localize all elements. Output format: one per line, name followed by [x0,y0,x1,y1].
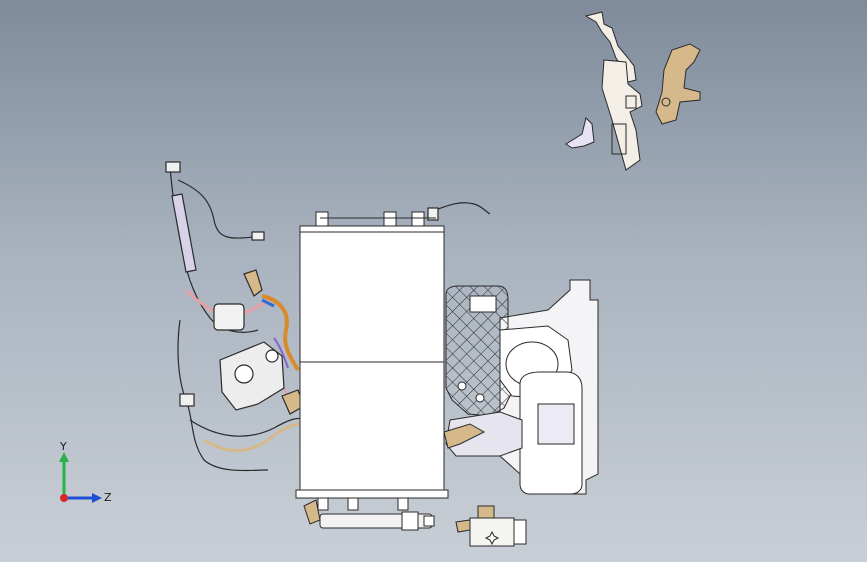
wiring-harness-group[interactable] [165,161,491,472]
sensor-ring [265,349,279,363]
connector[interactable] [165,161,181,173]
y-axis-label: Y [59,440,67,453]
duct-ring [661,97,671,107]
bracket-slot [625,95,637,109]
duct-window [537,403,575,445]
case-upper-panel[interactable] [299,231,445,363]
bottom-tab[interactable] [397,497,409,511]
connector[interactable] [251,231,265,241]
pump-fitting [477,505,495,519]
valve-cap [401,511,419,531]
bottom-tab[interactable] [347,497,359,511]
tan-bracket[interactable] [243,269,263,297]
pump-motor[interactable] [513,519,527,545]
harness-wire[interactable] [177,319,269,472]
orientation-triad: Y Z [59,440,112,504]
harness-wire[interactable] [429,202,491,215]
connector[interactable] [179,393,195,407]
duct-elbow[interactable] [655,43,701,125]
top-tab[interactable] [383,211,397,227]
harness-wire[interactable] [203,422,303,453]
harness-wire[interactable] [261,298,275,308]
connector[interactable] [427,207,439,221]
top-tab[interactable] [315,211,329,227]
tube-segment[interactable] [171,193,197,273]
small-clip[interactable] [565,117,595,149]
case-lower-panel[interactable] [299,361,445,493]
bracket-slot [611,123,627,155]
case-top-rail [299,225,445,233]
hvac-case-group[interactable] [295,211,449,511]
bottom-tab[interactable] [317,497,329,511]
heater-core-label-box [469,295,497,313]
actuator-body[interactable] [213,303,245,331]
harness-wire[interactable] [273,337,289,369]
z-axis-label: Z [104,491,112,504]
blower-motor [234,364,254,384]
heater-assembly-group[interactable] [443,279,599,495]
tan-pipe[interactable] [443,423,486,449]
harness-wire[interactable] [261,294,300,372]
bolt [457,381,467,391]
origin-icon [60,494,68,502]
pump-fitting [455,519,471,533]
bolt [475,393,485,403]
harness-wire[interactable] [177,179,263,239]
tan-fitting [303,499,321,525]
valve-cap [423,515,435,527]
z-axis-arrowhead-icon [92,493,102,503]
top-tab[interactable] [411,211,425,227]
bracket-parts-group[interactable] [565,11,701,171]
case-bottom-rail [295,489,449,499]
harness-wire[interactable] [189,417,307,437]
pump-star-marker [484,530,500,546]
bottom-valves-group[interactable] [303,499,527,547]
bracket-plate[interactable] [601,59,643,171]
y-axis-arrowhead-icon [59,452,69,462]
